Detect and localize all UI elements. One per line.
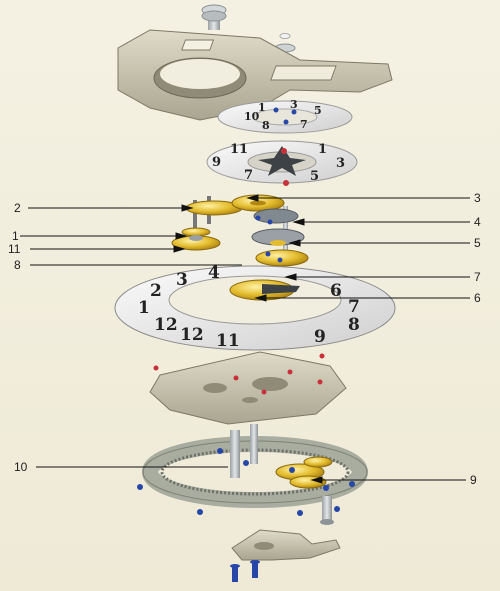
jump-disc-numeral: 7: [348, 297, 360, 317]
small-disc-numeral: 8: [262, 119, 270, 132]
jump-disc-numeral: 11: [216, 331, 240, 351]
hour-disc-numeral: 5: [310, 169, 319, 184]
callout-label-1: 1: [12, 229, 19, 243]
callout-label-2: 2: [14, 201, 21, 215]
hour-numeral-disc: 9 11 1 3 5 7: [206, 140, 358, 186]
hour-disc-numeral: 7: [244, 168, 253, 183]
callout-label-6: 6: [474, 291, 481, 305]
jump-disc-numeral: 8: [348, 315, 360, 335]
small-disc-numeral: 1: [258, 101, 266, 114]
jump-disc-numeral: 3: [176, 270, 188, 290]
jump-disc-numeral: 1: [138, 298, 150, 318]
callout-label-7: 7: [474, 270, 481, 284]
jump-disc-numeral: 12: [180, 325, 204, 345]
callout-label-11: 11: [8, 242, 21, 256]
small-disc-numeral: 7: [300, 118, 308, 131]
small-disc-numeral: 3: [290, 98, 298, 111]
gold-gear-train-lower: [275, 456, 333, 489]
hour-disc-numeral: 1: [318, 142, 327, 157]
pusher-piece: [320, 496, 334, 525]
small-disc-numeral: 10: [244, 110, 260, 123]
small-numeral-disc: 10 1 3 5 7 8: [217, 98, 353, 134]
hour-disc-numeral: 3: [336, 156, 345, 171]
callout-labels: 2 1 11 8 3 4 5 7 6 10 9: [8, 191, 481, 487]
bottom-screws: [230, 560, 260, 582]
jump-disc-numeral: 12: [154, 315, 178, 335]
central-arbor: [230, 424, 258, 478]
jump-disc-numeral: 6: [330, 281, 342, 301]
center-wheel-stack: [251, 206, 309, 267]
callout-label-9: 9: [470, 473, 477, 487]
callout-label-3: 3: [474, 191, 481, 205]
jump-disc-numeral: 4: [208, 263, 220, 283]
crown-screw: [201, 4, 227, 30]
callout-label-8: 8: [14, 258, 21, 272]
jump-disc-numeral: 2: [150, 281, 162, 301]
left-wheel-train: [171, 194, 285, 251]
top-bridge-plate: [117, 29, 393, 121]
hour-disc-numeral: 9: [212, 155, 221, 170]
callout-label-5: 5: [474, 236, 481, 250]
small-disc-numeral: 5: [314, 104, 322, 117]
jump-disc-numeral: 9: [314, 327, 326, 347]
main-plate: [149, 351, 347, 425]
jump-hour-disc: 12 1 2 3 4 6 7 8 9 11 12: [114, 263, 396, 351]
hour-disc-numeral: 11: [230, 142, 248, 157]
blue-screws: [137, 448, 355, 516]
callout-label-10: 10: [14, 460, 28, 474]
bottom-bridge: [231, 529, 341, 561]
callout-leaders: [20, 194, 470, 484]
callout-label-4: 4: [474, 215, 481, 229]
gold-jump-mechanism: [229, 279, 300, 301]
